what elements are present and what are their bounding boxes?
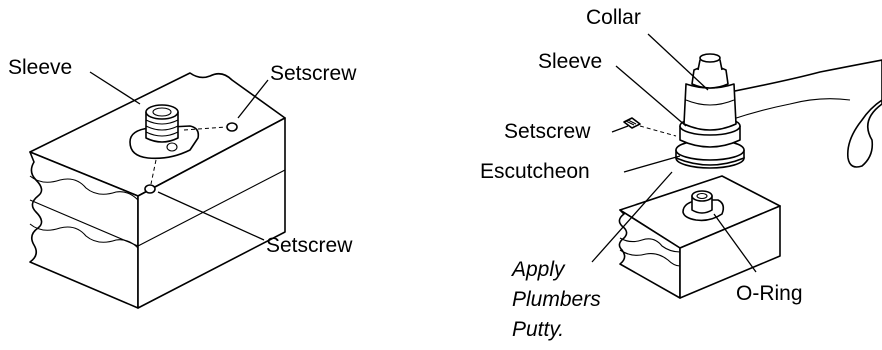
leader-sleeve-right bbox=[615, 65, 687, 127]
left-setscrew-bottom-part bbox=[144, 159, 157, 194]
leader-collar bbox=[647, 33, 709, 91]
label-o-ring: O-Ring bbox=[736, 282, 803, 305]
label-sleeve-right: Sleeve bbox=[538, 50, 602, 73]
leader-o-ring bbox=[713, 213, 757, 273]
leader-setscrew-top bbox=[237, 79, 269, 119]
leader-setscrew-right bbox=[611, 125, 629, 133]
left-faucet-sleeve bbox=[129, 104, 200, 160]
right-deck-sleeve bbox=[682, 190, 725, 222]
label-setscrew-right: Setscrew bbox=[504, 120, 591, 143]
label-setscrew-top: Setscrew bbox=[270, 62, 357, 85]
label-collar: Collar bbox=[586, 6, 641, 29]
label-setscrew-bottom: Setscrew bbox=[266, 234, 353, 257]
label-putty-line3: Putty. bbox=[512, 318, 564, 341]
right-faucet-spout bbox=[675, 53, 882, 169]
leader-putty bbox=[591, 171, 673, 263]
left-setscrew-top-part bbox=[183, 122, 238, 132]
right-setscrew-part bbox=[623, 117, 677, 137]
label-escutcheon: Escutcheon bbox=[480, 160, 590, 183]
label-sleeve-left: Sleeve bbox=[8, 56, 72, 79]
leader-setscrew-bottom bbox=[157, 191, 265, 241]
label-putty-line1: Apply bbox=[510, 258, 566, 281]
leader-escutcheon bbox=[623, 155, 681, 173]
leader-sleeve-left bbox=[89, 71, 141, 105]
label-putty-line2: Plumbers bbox=[512, 288, 601, 311]
